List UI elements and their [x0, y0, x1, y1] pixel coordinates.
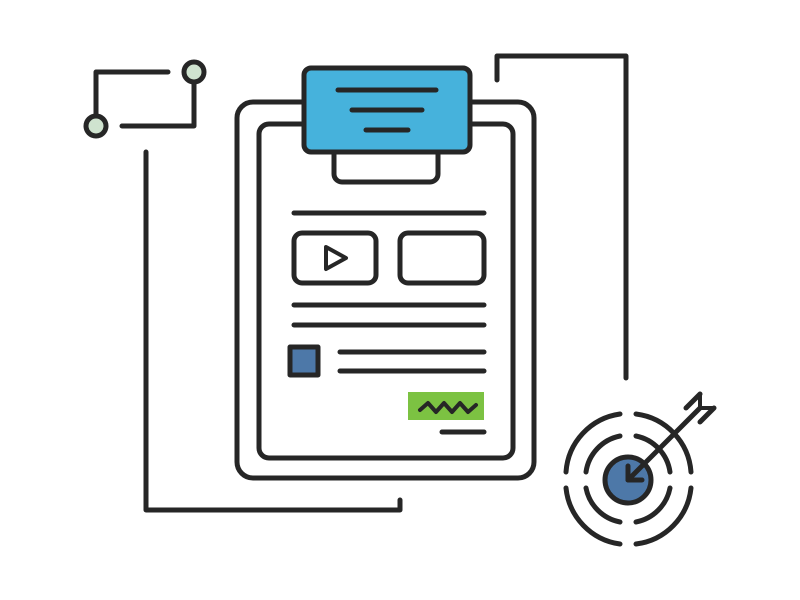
arrow-head [625, 463, 645, 483]
play-icon [324, 245, 348, 271]
target-ring-inner-1 [583, 433, 623, 475]
clipboard-icon [234, 65, 537, 481]
target-ring-inner-4 [583, 485, 623, 525]
connector-icon [83, 59, 207, 139]
arrow-fletch-2 [697, 405, 717, 425]
connector-line-top [93, 69, 171, 127]
connector-line-right [494, 53, 629, 381]
connector-line-bottom [119, 71, 197, 129]
target-ring-outer-3 [633, 485, 694, 547]
signature-icon [418, 401, 478, 414]
connector-line-left [143, 149, 403, 513]
connector-node-left [83, 113, 109, 139]
checkbox-icon [287, 344, 321, 378]
arrow-fletch-1 [683, 391, 703, 411]
connector-node-right [181, 59, 207, 85]
image-box [397, 230, 487, 286]
arrow-shaft [625, 405, 703, 483]
video-box [291, 230, 379, 286]
target-ring-inner-3 [633, 485, 673, 525]
arrow-icon [625, 391, 717, 483]
target-ring-outer-1 [563, 411, 623, 475]
target-ring-outer-4 [563, 485, 623, 547]
